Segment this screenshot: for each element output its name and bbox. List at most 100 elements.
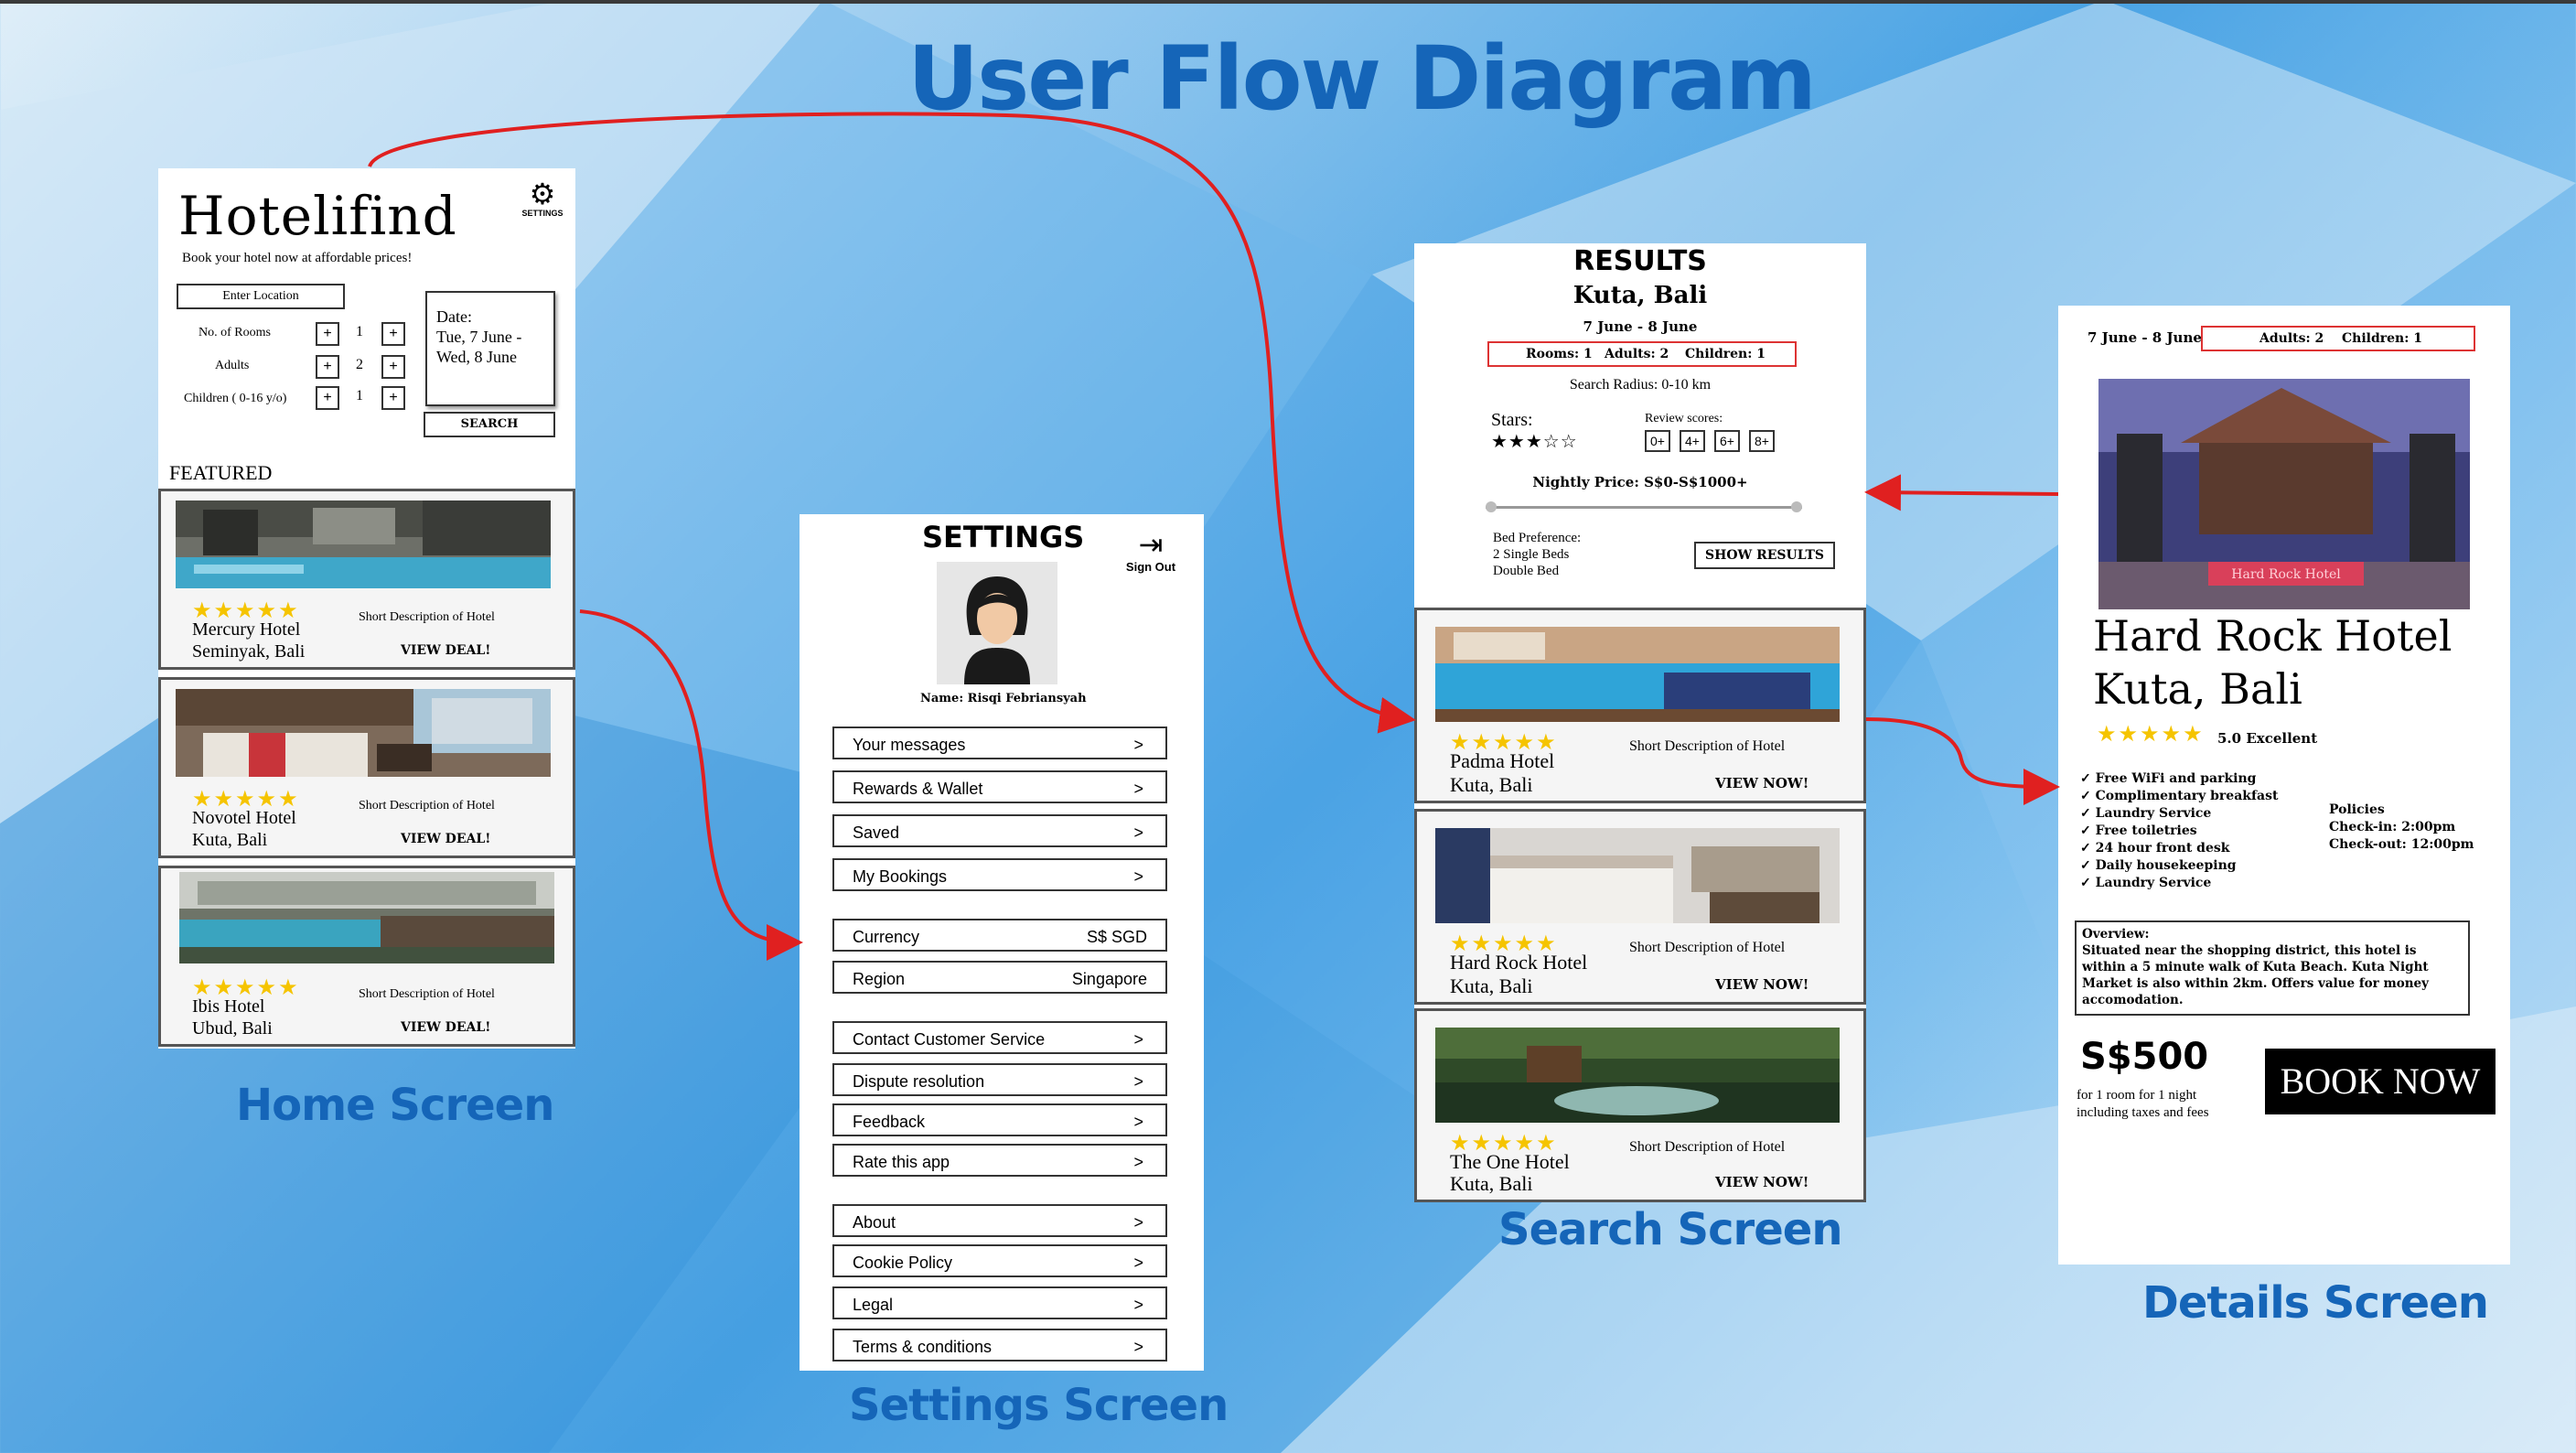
settings-row-messages[interactable]: Your messages >	[832, 726, 1167, 759]
settings-title: SETTINGS	[922, 520, 1085, 554]
review-option-4[interactable]: 4+	[1680, 430, 1705, 452]
settings-row-dispute[interactable]: Dispute resolution>	[832, 1063, 1167, 1096]
show-results-button[interactable]: SHOW RESULTS	[1694, 542, 1835, 569]
stars-filter[interactable]: ★★★☆☆	[1491, 432, 1578, 452]
slider-max-thumb[interactable]	[1791, 501, 1802, 512]
rating-score: 5.0 Excellent	[2217, 730, 2318, 747]
review-option-6[interactable]: 6+	[1714, 430, 1740, 452]
settings-row-legal[interactable]: Legal>	[832, 1286, 1167, 1319]
row-label: About	[853, 1213, 896, 1232]
settings-row-saved[interactable]: Saved>	[832, 814, 1167, 847]
result-card-hard-rock[interactable]: ★★★★★ Hard Rock Hotel Kuta, Bali Short D…	[1414, 809, 1866, 1005]
bed-preference-label: Bed Preference:	[1493, 531, 1582, 545]
row-label: Dispute resolution	[853, 1072, 985, 1091]
children-plus-button[interactable]: +	[316, 386, 339, 410]
search-button[interactable]: SEARCH	[424, 412, 555, 437]
brand-name: Hotelifind	[178, 185, 457, 247]
slider-track	[1486, 506, 1802, 509]
adults-count: Adults: 2	[1605, 347, 1669, 361]
amenity-item: ✓ Complimentary breakfast	[2080, 789, 2279, 803]
chevron-right-icon: >	[1133, 867, 1143, 886]
details-dates: 7 June - 8 June	[2088, 329, 2202, 346]
amenity-item: ✓ Free WiFi and parking	[2080, 771, 2257, 786]
date-picker[interactable]: Date: Tue, 7 June - Wed, 8 June	[425, 291, 555, 406]
children-plus-button-2[interactable]: +	[381, 386, 405, 410]
user-name: Name: Risqi Febriansyah	[920, 692, 1087, 705]
rooms-plus-button-2[interactable]: +	[381, 322, 405, 346]
rooms-count: Rooms: 1	[1526, 347, 1593, 361]
chevron-right-icon: >	[1133, 1113, 1143, 1131]
rating-stars: ★★★★★	[1450, 730, 1558, 755]
adults-plus-button[interactable]: +	[316, 355, 339, 379]
settings-row-terms[interactable]: Terms & conditions>	[832, 1329, 1167, 1362]
featured-heading: FEATURED	[169, 461, 273, 484]
row-label: Your messages	[853, 736, 966, 754]
hotel-photo	[176, 500, 551, 588]
view-now-button[interactable]: VIEW NOW!	[1715, 1174, 1809, 1190]
bed-option-double[interactable]: Double Bed	[1493, 564, 1560, 578]
row-label: Rate this app	[853, 1153, 950, 1171]
children-count: Children: 1	[1685, 347, 1766, 361]
price-label: Nightly Price: S$0-S$1000+	[1532, 474, 1748, 490]
bed-option-single[interactable]: 2 Single Beds	[1493, 547, 1570, 562]
settings-row-bookings[interactable]: My Bookings>	[832, 858, 1167, 891]
review-option-8[interactable]: 8+	[1749, 430, 1775, 452]
result-card-the-one[interactable]: ★★★★★ The One Hotel Kuta, Bali Short Des…	[1414, 1008, 1866, 1202]
hotel-card-ibis[interactable]: ★★★★★ Ibis Hotel Ubud, Bali Short Descri…	[158, 866, 575, 1047]
hotel-card-novotel[interactable]: ★★★★★ Novotel Hotel Kuta, Bali Short Des…	[158, 677, 575, 858]
children-value: 1	[356, 388, 363, 404]
settings-row-cookie[interactable]: Cookie Policy>	[832, 1244, 1167, 1277]
hotel-card-mercury[interactable]: ★★★★★ Mercury Hotel Seminyak, Bali Short…	[158, 489, 575, 670]
amenity-item: ✓ Laundry Service	[2080, 876, 2212, 890]
tagline: Book your hotel now at affordable prices…	[182, 251, 413, 265]
rating-stars: ★★★★★	[1450, 1131, 1558, 1156]
avatar	[937, 562, 1057, 684]
view-now-button[interactable]: VIEW NOW!	[1715, 976, 1809, 993]
hotel-description: Short Description of Hotel	[1629, 738, 1786, 754]
adults-plus-button-2[interactable]: +	[381, 355, 405, 379]
view-deal-button[interactable]: VIEW DEAL!	[401, 832, 491, 846]
settings-row-feedback[interactable]: Feedback >	[832, 1103, 1167, 1136]
view-now-button[interactable]: VIEW NOW!	[1715, 775, 1809, 791]
amenity-item: ✓ Laundry Service	[2080, 806, 2212, 821]
chevron-right-icon: >	[1133, 823, 1143, 842]
results-location: Kuta, Bali	[1572, 282, 1708, 309]
settings-row-about[interactable]: About>	[832, 1204, 1167, 1237]
chevron-right-icon: >	[1133, 1153, 1143, 1171]
rooms-plus-button[interactable]: +	[316, 322, 339, 346]
settings-button[interactable]: ⚙ SETTINGS	[517, 179, 568, 225]
row-label: Legal	[853, 1296, 894, 1314]
children-label: Children ( 0-16 y/o)	[184, 392, 287, 405]
settings-row-rewards[interactable]: Rewards & Wallet>	[832, 770, 1167, 803]
chevron-right-icon: >	[1133, 736, 1143, 754]
hotel-name: Hard Rock Hotel	[1450, 951, 1588, 974]
price-slider[interactable]	[1486, 501, 1802, 514]
sign-out-button[interactable]: ⇥ Sign Out	[1114, 529, 1187, 574]
overview-text: Situated near the shopping district, thi…	[2082, 943, 2429, 1007]
view-deal-button[interactable]: VIEW DEAL!	[401, 643, 491, 658]
home-screen-caption: Home Screen	[236, 1080, 554, 1131]
settings-row-contact[interactable]: Contact Customer Service>	[832, 1021, 1167, 1054]
adults-value: 2	[356, 357, 363, 372]
guest-summary[interactable]: Rooms: 1 Adults: 2 Children: 1	[1487, 341, 1797, 367]
view-deal-button[interactable]: VIEW DEAL!	[401, 1020, 491, 1035]
amenities-list: ✓ Free WiFi and parking ✓ Complimentary …	[2080, 770, 2278, 892]
slider-min-thumb[interactable]	[1486, 501, 1497, 512]
result-card-padma[interactable]: ★★★★★ Padma Hotel Kuta, Bali Short Descr…	[1414, 608, 1866, 803]
settings-label: SETTINGS	[521, 209, 564, 218]
hotel-location: Kuta, Bali	[1450, 773, 1533, 796]
book-now-button[interactable]: BOOK NOW	[2265, 1049, 2496, 1114]
hotel-location: Seminyak, Bali	[192, 641, 306, 662]
settings-row-rate[interactable]: Rate this app >	[832, 1144, 1167, 1177]
hotel-sign: Hard Rock Hotel	[2231, 567, 2341, 582]
location-input[interactable]: Enter Location	[177, 284, 345, 309]
review-option-0[interactable]: 0+	[1645, 430, 1670, 452]
policies-title: Policies	[2329, 802, 2385, 817]
top-border	[0, 0, 2576, 4]
details-screen-caption: Details Screen	[2142, 1277, 2489, 1329]
details-guest-summary[interactable]: Adults: 2 Children: 1	[2201, 326, 2475, 351]
row-label: Feedback	[853, 1113, 926, 1131]
settings-screen-caption: Settings Screen	[849, 1380, 1229, 1431]
